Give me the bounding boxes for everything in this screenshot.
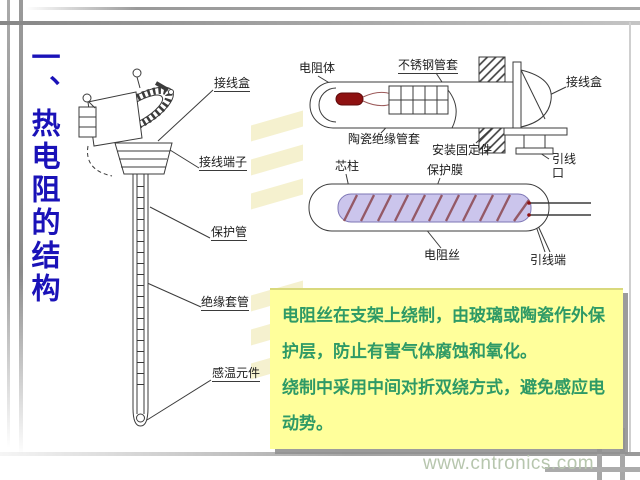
ghost-stripe (251, 110, 303, 142)
frame-line-top-1 (26, 7, 640, 10)
frame-line-left-1 (7, 0, 10, 448)
frame-line-left-2 (19, 0, 23, 455)
frame-line-top-2 (0, 21, 640, 25)
label-protective-film: 保护膜 (427, 163, 464, 177)
frame-grid-horizontal (545, 467, 640, 472)
note-paragraph-1: 电阻丝在支架上绕制，由玻璃或陶瓷作外保护层，防止有害气体腐蚀和氧化。 (282, 306, 605, 361)
probe-assembly-drawing (78, 68, 214, 427)
label-core-post: 芯柱 (335, 159, 360, 173)
label-protection-tube: 保护管 (211, 225, 248, 241)
label-resistor-body: 电阻体 (299, 61, 336, 75)
frame-line-right (629, 22, 631, 456)
label-insulation-sleeve: 绝缘套管 (201, 295, 250, 311)
frame-line-bottom (0, 452, 640, 456)
label-resistance-wire: 电阻丝 (424, 248, 461, 262)
label-ceramic-sleeve: 陶瓷绝缘管套 (348, 132, 421, 146)
label-junction-box-2: 接线盒 (566, 75, 603, 89)
frame-grid-vertical-2 (620, 428, 625, 480)
note-paragraph-2: 绕制中采用中间对折双绕方式，避免感应电动势。 (282, 378, 605, 433)
label-terminals: 接线端子 (199, 155, 248, 171)
label-sensing-element: 感温元件 (212, 366, 261, 382)
label-mounting-part: 安装固定件 (432, 143, 493, 157)
wound-element-drawing (308, 173, 591, 253)
label-lead-port: 引线口 (552, 152, 577, 180)
ghost-stripe (251, 178, 303, 210)
page-title: 一、热电阻的结构 (27, 42, 59, 306)
label-steel-sheath: 不锈钢管套 (398, 58, 459, 74)
site-watermark: www.cntronics.com (423, 453, 595, 474)
frame-grid-vertical-1 (597, 428, 602, 480)
label-lead-ends: 引线端 (530, 253, 567, 267)
label-junction-box: 接线盒 (214, 76, 251, 92)
ghost-stripe (251, 144, 303, 176)
note-box: 电阻丝在支架上绕制，由玻璃或陶瓷作外保护层，防止有害气体腐蚀和氧化。 绕制中采用… (270, 288, 623, 449)
